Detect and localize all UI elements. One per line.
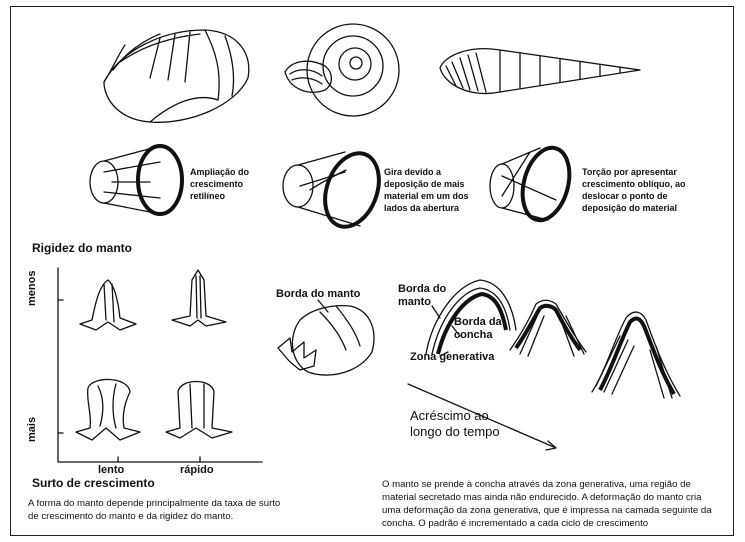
spiral-shell-illustration — [285, 24, 399, 116]
x-axis-title: Surto de crescimento — [32, 476, 155, 491]
conch-shell-illustration — [104, 30, 249, 122]
x-tick-rapido: rápido — [180, 464, 214, 477]
label-mantle-edge: Borda do manto — [398, 283, 446, 309]
label-shell-edge: Borda da concha — [454, 316, 502, 342]
label-generative-zone: Zona generativa — [410, 351, 494, 364]
mantle-shape-fast-rigid — [172, 270, 226, 326]
generative-zone-caption: O manto se prende à concha através da zo… — [382, 478, 732, 530]
mantle-shape-slow-flexible — [76, 379, 140, 440]
mantle-edge-label: Borda do manto — [276, 288, 360, 301]
cylinder-twisted-icon — [490, 143, 577, 226]
cylinder-rotating-icon — [283, 146, 388, 235]
morphospace-axes — [58, 268, 262, 462]
morphospace-caption: A forma do manto depende principalmente … — [28, 497, 358, 523]
generative-zone-arch-2 — [510, 300, 586, 356]
y-axis-title: Rigidez do manto — [32, 241, 132, 256]
y-tick-mais: mais — [26, 417, 39, 442]
cylinder-straight-icon — [90, 146, 182, 214]
mantle-edge-shell-illustration — [278, 300, 374, 375]
mantle-shape-fast-flexible — [166, 382, 232, 439]
mantle-shape-slow-rigid — [80, 280, 136, 330]
growth-mode-caption-2: Gira devido a deposição de mais material… — [384, 166, 494, 214]
growth-mode-caption-1: Ampliação do crescimento retilíneo — [190, 166, 270, 202]
generative-zone-arch-3 — [592, 312, 680, 398]
turret-shell-illustration — [440, 49, 640, 94]
growth-mode-caption-3: Torção por apresentar crescimento oblíqu… — [582, 166, 722, 214]
time-arrow-label: Acréscimo ao longo do tempo — [410, 408, 500, 440]
y-tick-menos: menos — [26, 271, 39, 306]
